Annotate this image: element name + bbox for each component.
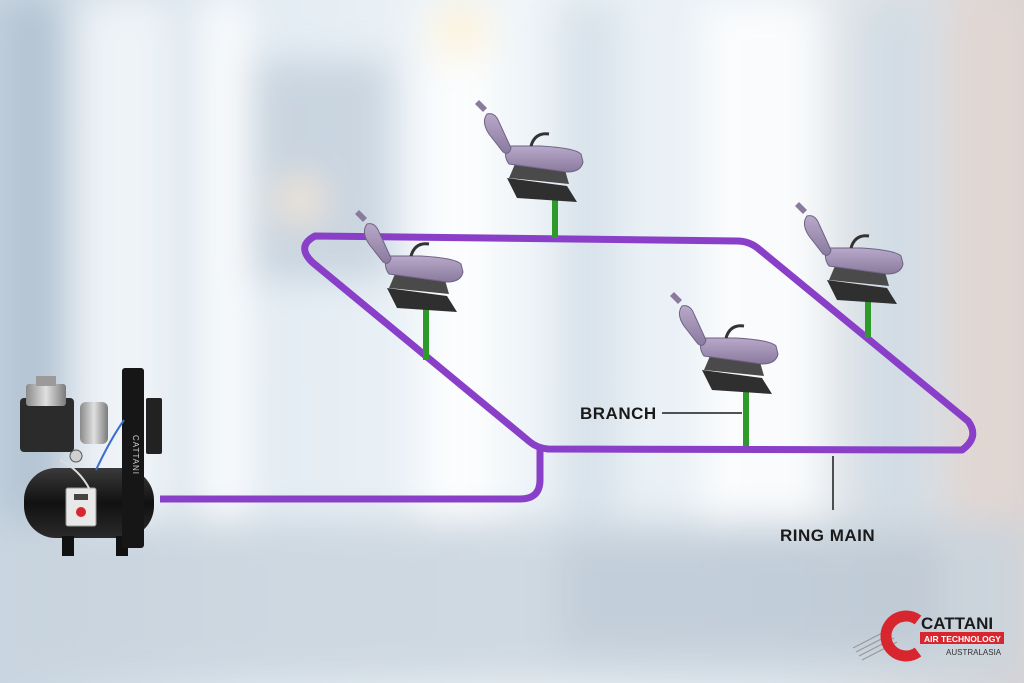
logo-tagline: AIR TECHNOLOGY <box>924 634 1001 644</box>
feed-pipe <box>160 449 544 503</box>
compressor-brand: CATTANI <box>131 435 140 475</box>
logo-region: AUSTRALASIA <box>946 648 1002 657</box>
dental-chair-1 <box>473 98 585 204</box>
dental-chair-2 <box>353 208 465 314</box>
logo-name: CATTANI <box>921 614 993 633</box>
dental-chair-3 <box>668 290 780 396</box>
ring-main-label: RING MAIN <box>780 526 875 545</box>
compressor: CATTANI <box>20 368 162 556</box>
cattani-logo: CATTANI AIR TECHNOLOGY AUSTRALASIA <box>852 610 1004 662</box>
logo-c-icon <box>880 610 922 662</box>
ring-main-pipe <box>301 232 977 454</box>
branch-label: BRANCH <box>580 404 657 423</box>
